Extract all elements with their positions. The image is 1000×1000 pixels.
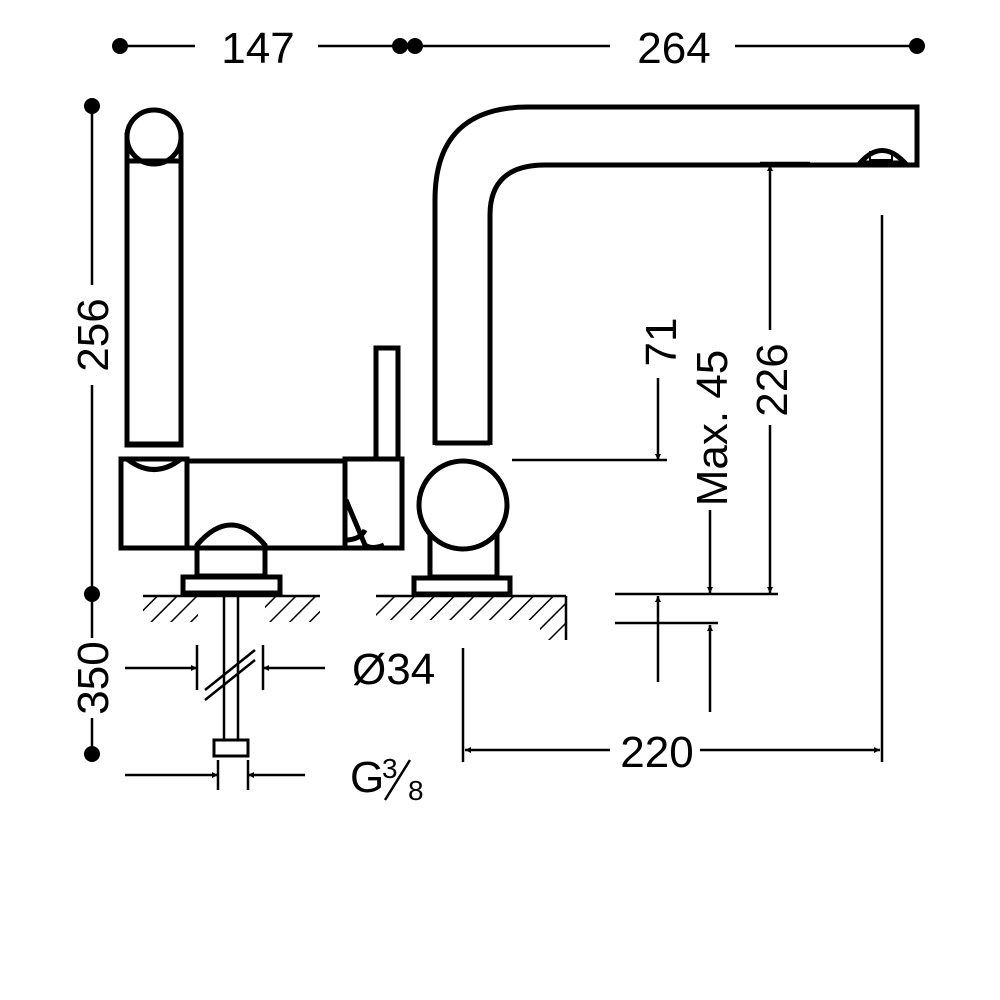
aerator xyxy=(854,148,911,166)
faucet-side-view xyxy=(118,107,405,758)
dim-diameter-34-label: Ø34 xyxy=(352,645,435,694)
dim-264-label: 264 xyxy=(637,24,710,73)
hole-diameter-dimension xyxy=(125,645,325,790)
dim-256-label: 256 xyxy=(69,298,118,371)
left-dimension xyxy=(84,98,100,762)
dim-226-label: 226 xyxy=(748,343,797,416)
faucet-front-view xyxy=(376,104,920,640)
lever-handle xyxy=(373,345,401,463)
thread-prefix: G xyxy=(350,753,384,802)
dim-147-label: 147 xyxy=(221,24,294,73)
dim-71-label: 71 xyxy=(637,318,686,367)
thread-numerator: 3 xyxy=(382,753,398,784)
dim-220-label: 220 xyxy=(620,728,693,777)
thread-size-label: G 3 8 xyxy=(350,753,424,806)
top-dimension xyxy=(112,38,925,54)
thread-denominator: 8 xyxy=(408,775,424,806)
pipe-fitting xyxy=(212,738,250,758)
height-dimensions xyxy=(461,161,884,762)
dim-350-label: 350 xyxy=(69,641,118,714)
dim-max-45-label: Max. 45 xyxy=(688,350,737,507)
